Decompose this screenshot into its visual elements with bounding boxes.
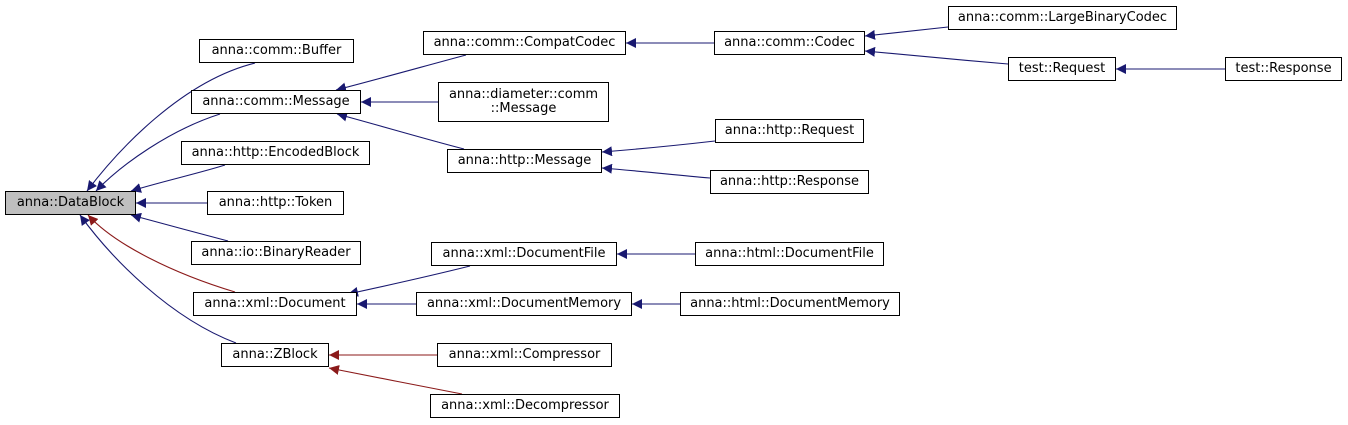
node-anna-comm-message[interactable]: anna::comm::Message xyxy=(191,90,361,114)
node-anna-diameter-comm-message-line2: ::Message xyxy=(490,101,557,116)
edge-compatcodec-to-comm-message xyxy=(335,54,467,93)
node-anna-xml-decompressor[interactable]: anna::xml::Decompressor xyxy=(430,394,620,418)
edge-xml-documentfile-to-xml-document xyxy=(347,265,471,297)
edge-buffer-to-datablock xyxy=(86,62,256,192)
node-test-response[interactable]: test::Response xyxy=(1225,57,1342,81)
edge-comm-message-to-datablock xyxy=(95,113,221,192)
node-anna-datablock[interactable]: anna::DataBlock xyxy=(5,191,136,215)
node-anna-http-response[interactable]: anna::http::Response xyxy=(710,170,869,194)
edge-xml-document-to-datablock xyxy=(87,214,236,293)
node-anna-http-message[interactable]: anna::http::Message xyxy=(447,149,602,173)
node-anna-comm-compatcodec[interactable]: anna::comm::CompatCodec xyxy=(423,31,626,55)
node-anna-zblock[interactable]: anna::ZBlock xyxy=(221,343,329,367)
edge-http-response-to-http-message xyxy=(601,163,711,179)
node-anna-http-encodedblock[interactable]: anna::http::EncodedBlock xyxy=(181,141,370,165)
node-anna-comm-codec[interactable]: anna::comm::Codec xyxy=(714,31,865,55)
edge-encodedblock-to-datablock xyxy=(130,164,226,193)
edge-binaryreader-to-datablock xyxy=(130,212,229,242)
node-anna-html-documentfile[interactable]: anna::html::DocumentFile xyxy=(695,242,884,266)
node-anna-comm-buffer[interactable]: anna::comm::Buffer xyxy=(199,39,354,63)
node-anna-html-documentmemory[interactable]: anna::html::DocumentMemory xyxy=(680,292,900,316)
edge-decompressor-to-zblock xyxy=(328,365,463,395)
edge-test-request-to-comm-codec xyxy=(864,46,1009,65)
node-anna-xml-documentmemory[interactable]: anna::xml::DocumentMemory xyxy=(416,292,632,316)
edge-zblock-to-datablock xyxy=(79,214,237,344)
node-anna-xml-compressor[interactable]: anna::xml::Compressor xyxy=(437,343,612,367)
node-anna-comm-largebinarycodec[interactable]: anna::comm::LargeBinaryCodec xyxy=(948,6,1177,30)
node-anna-xml-documentfile[interactable]: anna::xml::DocumentFile xyxy=(431,242,617,266)
edge-http-message-to-comm-message xyxy=(336,111,465,150)
edge-largebinarycodec-to-comm-codec xyxy=(864,26,949,40)
node-anna-diameter-comm-message[interactable]: anna::diameter::comm ::Message xyxy=(438,82,609,122)
node-anna-xml-document[interactable]: anna::xml::Document xyxy=(193,292,357,316)
node-test-request[interactable]: test::Request xyxy=(1008,57,1116,81)
node-anna-io-binaryreader[interactable]: anna::io::BinaryReader xyxy=(191,241,361,265)
node-anna-http-token[interactable]: anna::http::Token xyxy=(207,191,344,215)
node-anna-diameter-comm-message-line1: anna::diameter::comm xyxy=(448,87,599,102)
edge-http-request-to-http-message xyxy=(601,140,716,157)
node-anna-http-request[interactable]: anna::http::Request xyxy=(715,119,864,143)
